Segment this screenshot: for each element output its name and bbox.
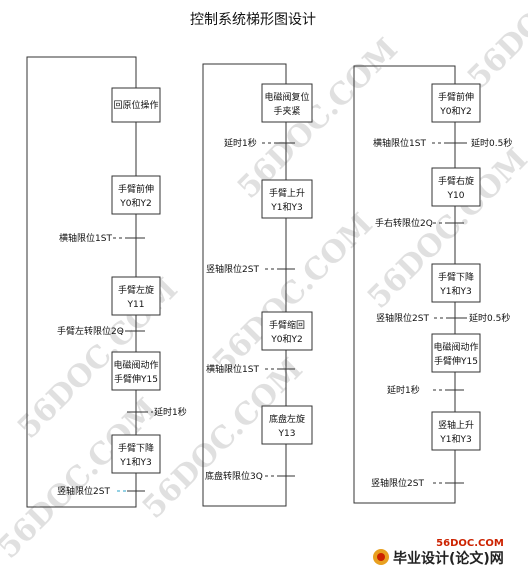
step-box: 电磁阀复位 手夹紧 [261,83,313,123]
site-logo: 56DOC.COM 毕业设计(论文)网 [373,538,504,567]
transition-label: 横轴限位1ST [59,232,112,244]
step-box: 手臂前伸 Y0和Y2 [431,83,481,123]
loop-wire [202,63,287,507]
logo-text: 毕业设计(论文)网 [393,550,504,567]
step-box: 手臂上升 Y1和Y3 [261,179,313,219]
step-output: Y10 [447,191,465,201]
transition-label: 底盘转限位3Q [205,470,263,482]
step-label: 手臂右旋 [438,175,474,187]
step-output: Y1和Y3 [119,457,151,468]
step-box: 竖轴上升 Y1和Y3 [431,411,481,451]
transition-label: 横轴限位1ST [373,137,426,149]
step-box: 手臂前伸 Y0和Y2 [111,175,161,215]
logo-mark-center [377,553,385,561]
step-output: Y11 [127,300,145,310]
loop-wire [26,56,137,508]
step-box: 手臂下降 Y1和Y3 [431,263,481,303]
transition-label: 竖轴限位2ST [206,263,259,275]
step-label: 底盘左旋 [269,413,305,425]
step-box: 手臂缩回 Y0和Y2 [261,311,313,351]
step-label: 电磁阀动作 [113,359,158,371]
step-output: 手夹紧 [273,105,300,117]
column-1: 回原位操作 手臂前伸 Y0和Y2 横轴限位1ST 手臂左旋 Y11 手臂左转限位… [26,56,187,508]
step-label: 手臂左旋 [118,284,154,296]
step-box: 手臂下降 Y1和Y3 [111,434,161,474]
watermark-text: 56DOC.COM [461,0,528,96]
step-label: 手臂上升 [269,187,305,199]
step-output: Y0和Y2 [270,334,302,345]
diagram-title: 控制系统梯形图设计 [190,12,316,28]
transition-label: 竖轴限位2ST [371,477,424,489]
step-label: 手臂前伸 [438,91,474,103]
transition-label: 横轴限位1ST [206,363,259,375]
column-3: 手臂前伸 Y0和Y2 横轴限位1ST 延时0.5秒 手臂右旋 Y10 手右转限位… [353,65,512,504]
transition-label: 延时1秒 [387,384,420,396]
transition-label: 竖轴限位2ST [57,485,110,497]
step-output: Y1和Y3 [270,202,302,213]
step-label: 手臂下降 [118,442,154,454]
step-box: 手臂右旋 Y10 [431,167,481,207]
step-box: 回原位操作 [111,87,161,123]
step-box: 电磁阀动作 手臂伸Y15 [111,351,161,391]
step-label: 回原位操作 [113,99,158,111]
step-output: Y13 [278,429,296,439]
step-box: 手臂左旋 Y11 [111,276,161,316]
step-box: 电磁阀动作 手臂伸Y15 [431,333,481,373]
step-output: 手臂伸Y15 [434,355,478,367]
step-box: 底盘左旋 Y13 [261,405,313,445]
step-output: Y0和Y2 [119,198,151,209]
watermark-text: 56DOC.COM [231,32,405,206]
logo-domain: 56DOC.COM [436,538,504,549]
step-output: 手臂伸Y15 [114,373,158,385]
transition-label: 延时1秒 [154,406,187,418]
transition-label: 手右转限位2Q [375,217,433,229]
step-label: 手臂缩回 [269,319,305,331]
step-output: Y1和Y3 [439,286,471,297]
step-label: 手臂前伸 [118,183,154,195]
transition-label: 延时0.5秒 [469,312,510,324]
transition-label: 手臂左转限位2Q [57,325,124,337]
loop-wire [353,65,456,504]
step-label: 手臂下降 [438,271,474,283]
step-label: 电磁阀复位 [264,91,309,103]
transition-label: 延时0.5秒 [471,137,512,149]
step-label: 竖轴上升 [438,419,474,431]
step-output: Y1和Y3 [439,434,471,445]
transition-label: 竖轴限位2ST [376,312,429,324]
step-output: Y0和Y2 [439,106,471,117]
step-label: 电磁阀动作 [433,341,478,353]
transition-label: 延时1秒 [224,137,257,149]
column-2: 电磁阀复位 手夹紧 延时1秒 手臂上升 Y1和Y3 竖轴限位2ST 手臂缩回 Y… [202,63,313,507]
